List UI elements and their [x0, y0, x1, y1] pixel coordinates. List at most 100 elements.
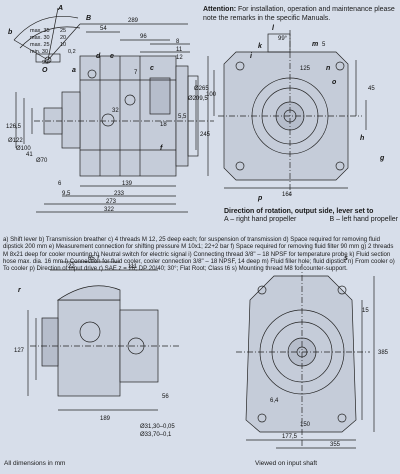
dim-355: 355: [330, 442, 341, 448]
callout-k: k: [258, 43, 263, 50]
callout-c: c: [150, 65, 154, 72]
side-view: [15, 23, 214, 213]
legend-item: l) Connection for fluid cooler, cooler c…: [64, 257, 260, 265]
legend-item: d) Space required for removing fluid dip…: [3, 236, 381, 251]
callout-f: f: [160, 145, 163, 152]
dim-32: 32: [112, 108, 119, 114]
legend-item: r) SAE z = 26; DP 20/40; 30°; Flat Root;…: [98, 265, 231, 273]
callout-A: A: [57, 5, 63, 12]
dim-245: 245: [200, 132, 211, 138]
legend-item: n) From cooler: [347, 257, 388, 265]
direction-b: B – left hand propeller: [329, 216, 399, 223]
callout-B: B: [86, 15, 91, 22]
dim-125: 125: [300, 66, 311, 72]
dim-11: 11: [176, 47, 183, 53]
dim-139: 139: [122, 181, 133, 187]
dim-70: Ø70: [36, 158, 48, 164]
callout-h: h: [360, 135, 364, 142]
callout-b: b: [8, 29, 13, 36]
callout-m: m: [312, 41, 318, 48]
dim-6: 6: [58, 181, 62, 187]
dim-max25: max. 25: [30, 42, 50, 48]
dim-111: 111: [128, 264, 138, 270]
dim-45: 45: [368, 86, 375, 92]
dim-100-right: 100: [206, 92, 217, 98]
legend-item: g) 2 threads M 8x21 deep for cooler moun…: [3, 243, 394, 258]
dim-12: 12: [176, 55, 183, 61]
direction-a: A – right hand propeller: [224, 216, 297, 223]
units-note: All dimensions in mm: [4, 460, 66, 467]
dim-min30: min. 30: [30, 49, 48, 55]
legend-item: a) Shift lever: [3, 236, 38, 243]
callout-i: i: [250, 53, 253, 60]
legend-item: b) Transmission breather: [38, 236, 107, 243]
dim-0-2: 0,2: [68, 49, 76, 55]
dim-41: 41: [26, 152, 33, 158]
callout-o: o: [332, 79, 337, 86]
dim-10: 10: [60, 42, 66, 48]
dim-7: 7: [134, 70, 138, 76]
shift-lever-detail: [13, 7, 81, 64]
dim-56: 56: [162, 394, 169, 400]
dim-164: 164: [282, 192, 293, 198]
dim-150: 150: [300, 422, 311, 428]
dim-65-7: 65,7: [88, 256, 100, 262]
legend-item: m) Fluid filler hole; fluid dipstick: [261, 257, 347, 265]
dim-189: 189: [100, 416, 111, 422]
callout-r: r: [18, 287, 22, 294]
attention-label: Attention:: [203, 6, 237, 13]
legend-item: c) 4 threads M 12, 25 deep each; for sus…: [108, 236, 282, 243]
side-view-bottom: [27, 261, 180, 411]
dim-8: 8: [176, 39, 180, 45]
callout-g: g: [379, 155, 385, 162]
dim-5: 5: [322, 42, 326, 48]
callout-n: n: [326, 65, 330, 72]
legend-item: f) Space required for removing fluid fil…: [230, 243, 360, 251]
callout-e: e: [110, 53, 114, 60]
dim-31-30: Ø31,30–0,05: [140, 424, 175, 430]
dim-233: 233: [114, 191, 125, 197]
dim-max30: max. 30: [30, 35, 50, 41]
dim-18: 18: [160, 122, 167, 128]
dim-265: Ø265: [194, 86, 209, 92]
legend-item: e) Measurement connection for shifting p…: [48, 243, 229, 251]
dim-209-5: Ø209,5: [188, 96, 208, 102]
attention-note: Attention: For installation, operation a…: [203, 6, 397, 23]
callout-l: l: [272, 25, 275, 32]
dim-54: 54: [100, 26, 107, 32]
dim-9-5: 9,5: [62, 191, 71, 197]
dim-385: 385: [378, 350, 389, 356]
dim-20: 20: [60, 35, 66, 41]
input-view: [236, 264, 375, 449]
direction-title: Direction of rotation, output side, leve…: [224, 208, 374, 215]
dim-22: 22: [68, 264, 75, 270]
legend: a) Shift lever b) Transmission breather …: [3, 236, 398, 272]
callout-p: p: [257, 195, 263, 202]
dim-96: 96: [140, 34, 147, 40]
legend-item: p) Direction of input drive: [29, 265, 98, 273]
legend-item: i) Connecting thread 3/8" – 18 NPSF for …: [188, 250, 348, 258]
dim-25: 25: [60, 28, 66, 34]
legend-item: o) To cooler: [3, 257, 395, 273]
dim-289: 289: [128, 18, 139, 24]
callout-s: s: [344, 255, 348, 262]
view-note: Viewed on input shaft: [255, 460, 318, 467]
dim-127: 127: [14, 348, 25, 354]
callout-O: O: [42, 67, 48, 74]
legend-item: s) Mounting thread M8 for counter-suppor…: [231, 265, 348, 273]
dim-273: 273: [106, 199, 117, 205]
front-view-output: [213, 30, 367, 196]
dim-90deg: 90°: [42, 60, 50, 66]
dim-100: Ø100: [16, 146, 31, 152]
dim-15: 15: [362, 308, 369, 314]
dim-322: 322: [104, 207, 115, 213]
legend-item: k) Fluid section hose max. dia. 16 mm: [3, 250, 391, 265]
callout-d: d: [96, 53, 101, 60]
attention-text: For installation, operation and maintena…: [203, 6, 395, 22]
direction-of-rotation: Direction of rotation, output side, leve…: [224, 208, 398, 224]
dim-177-5: 177,5: [282, 434, 298, 440]
dim-126-5: 126,5: [6, 124, 22, 130]
dim-122: Ø122: [8, 138, 23, 144]
callout-a: a: [72, 67, 76, 74]
